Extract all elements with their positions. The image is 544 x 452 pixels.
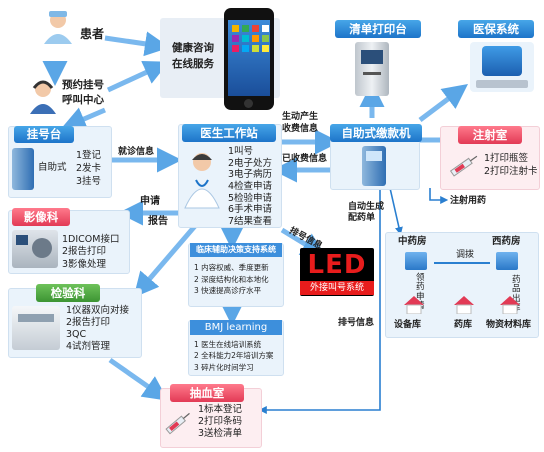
label-charge-info: 生动产生 收费信息 xyxy=(282,112,319,134)
lab-analyzer-icon xyxy=(12,306,60,350)
print-station-title: 清单打印台 xyxy=(335,20,421,38)
label-doctor-info: 就诊信息 xyxy=(118,147,155,157)
bmj-title: BMJ learning xyxy=(190,320,282,335)
registration-kiosk-icon xyxy=(12,148,34,190)
label-queue-info-2: 排号信息 xyxy=(338,318,375,328)
registration-list: 1登记 2发卡 3挂号 xyxy=(76,150,102,187)
arrow-kiosk-blood xyxy=(258,188,381,414)
central-pharmacy-label: 中药房 xyxy=(398,236,427,247)
workstation-title: 医生工作站 xyxy=(182,124,276,142)
patient-label: 患者 xyxy=(80,27,105,41)
registration-title: 挂号台 xyxy=(14,126,74,143)
registration-mode: 自助式 xyxy=(38,162,67,173)
pharmacy-panel xyxy=(385,232,539,338)
label-report: 报告 xyxy=(148,216,168,227)
insurance-title: 医保系统 xyxy=(458,20,534,38)
blood-title: 抽血室 xyxy=(170,384,244,402)
arrow-patient-phone xyxy=(104,31,170,57)
blood-syringe-icon xyxy=(162,406,194,440)
lab-list: 1仪器双向对接 2报告打印 3QC 4试剂管理 xyxy=(66,305,130,352)
syringe-icon xyxy=(446,150,480,182)
led-caption: 外接叫号系统 xyxy=(300,281,374,295)
label-gen-dispense: 自动生成 配药单 xyxy=(348,202,385,224)
western-pharmacy-label: 西药房 xyxy=(492,236,521,247)
label-apply: 申请 xyxy=(140,196,160,207)
label-injection-med: 注射用药 xyxy=(450,196,487,206)
keyboard-icon xyxy=(476,80,528,88)
equipment-store-icon xyxy=(404,296,424,315)
arrow-lab-blood xyxy=(108,357,169,401)
computer-icon xyxy=(482,46,522,76)
payment-kiosk-icon xyxy=(362,146,386,186)
led-big-text: LED xyxy=(307,250,367,280)
call-center-label: 预约挂号 呼叫中心 xyxy=(62,79,104,106)
operator-figure xyxy=(28,78,58,114)
materials-store-icon xyxy=(500,296,520,315)
drug-store-label: 药库 xyxy=(454,320,473,330)
injection-list: 1打印瓶签 2打印注射卡 xyxy=(484,153,538,177)
central-pharmacy-computer-icon xyxy=(405,252,427,270)
imaging-list: 1DICOM接口 2报告打印 3影像处理 xyxy=(62,234,120,270)
workstation-list: 1叫号 2电子处方 3电子病历 4检查申请 5检验申请 6手术申请 7结果查看 xyxy=(228,146,273,228)
transfer-label: 调拨 xyxy=(456,250,475,260)
injection-panel xyxy=(440,126,540,190)
print-kiosk-icon xyxy=(355,42,389,96)
arrow-callcenter-phone xyxy=(106,60,170,93)
bmj-list: 1 医生在线培训系统 2 全科能力2年培训方案 3 碎片化时间学习 xyxy=(194,340,274,372)
arrow-workstation-lab xyxy=(133,224,197,298)
imaging-title: 影像科 xyxy=(12,208,70,226)
blood-list: 1标本登记 2打印条码 3送检清单 xyxy=(198,404,243,439)
health-consult-label: 健康咨询 在线服务 xyxy=(172,42,214,71)
patient-figure xyxy=(40,10,76,46)
arrow-kiosk-pharmacy xyxy=(389,187,403,236)
decision-list: 1 内容权威、季度更新 2 深度结构化和本地化 3 快速提高诊疗水平 xyxy=(194,263,269,296)
western-pharmacy-computer-icon xyxy=(496,252,518,270)
label-paid-info: 已收费信息 xyxy=(282,154,328,164)
equipment-store-label: 设备库 xyxy=(394,320,422,330)
arrow-kiosk-insurance xyxy=(418,84,468,122)
arrow-kiosk-injection-med xyxy=(429,188,449,204)
lab-title: 检验科 xyxy=(36,284,100,302)
injection-title: 注射室 xyxy=(458,126,522,144)
transfer-line xyxy=(434,262,490,264)
imaging-device-icon xyxy=(12,230,58,268)
doctor-icon xyxy=(182,150,222,210)
materials-store-label: 物资材料库 xyxy=(486,320,532,330)
arrow-to-registration xyxy=(60,107,106,131)
kiosk-title: 自助式缴款机 xyxy=(330,124,422,142)
decision-title: 临床辅助决策支持系统 xyxy=(190,243,282,257)
drug-store-icon xyxy=(454,296,474,315)
smartphone-icon xyxy=(224,8,274,110)
